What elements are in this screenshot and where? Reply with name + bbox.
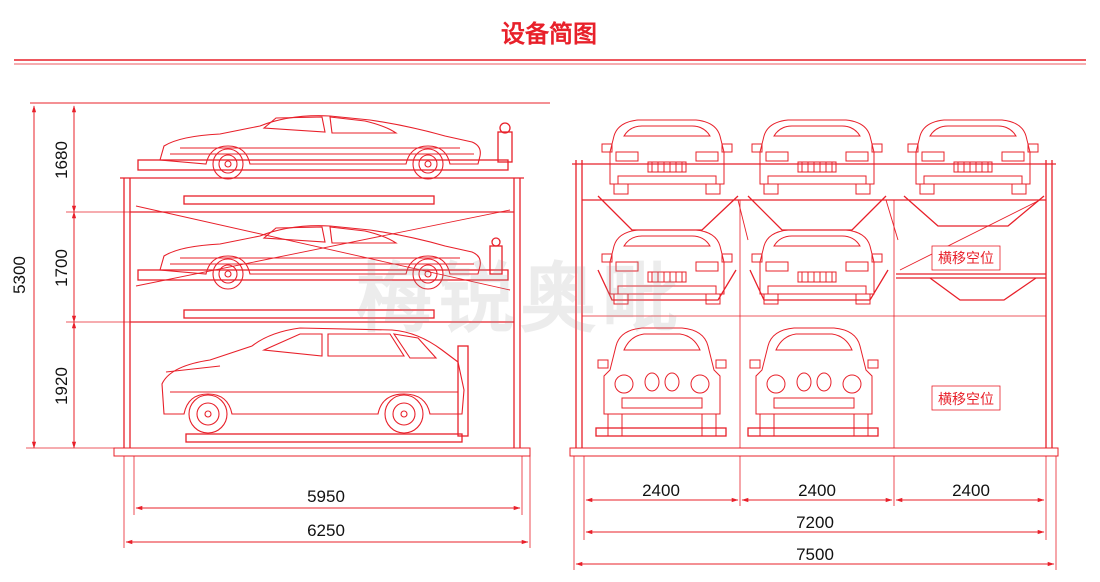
suv-bottom-bay1 [597, 327, 727, 437]
dim-bay3: 2400 [952, 481, 990, 500]
dim-side-outer-width: 6250 [307, 521, 345, 540]
dim-level-bottom: 1920 [52, 367, 71, 405]
dim-front-inner-width: 7200 [796, 513, 834, 532]
dim-level-top: 1680 [52, 141, 71, 179]
empty-slot-label-bottom-box [931, 385, 1001, 411]
empty-slot-label-bottom: 横移空位 [938, 392, 994, 408]
dim-bay1: 2400 [642, 481, 680, 500]
empty-slot-label-top-box [931, 245, 1001, 271]
sedan-top-bay2 [751, 119, 883, 195]
dim-side-inner-width: 5950 [307, 487, 345, 506]
sedan-top-bay1 [601, 119, 733, 195]
dim-bay2: 2400 [798, 481, 836, 500]
front-view: 横移空位 横移空位 2400 2400 2400 7200 7500 [569, 119, 1059, 570]
watermark: 梅锐奥毗 [356, 254, 684, 343]
dim-level-mid: 1700 [52, 249, 71, 287]
empty-slot-label-top: 横移空位 [938, 251, 994, 267]
sedan-top-bay3 [907, 119, 1039, 195]
sedan-mid-bay2 [751, 229, 883, 305]
suv-bottom-side [161, 327, 465, 434]
side-view: 5300 1680 1700 1920 [10, 102, 550, 548]
diagram-title: 设备简图 [501, 20, 597, 48]
dim-front-outer-width: 7500 [796, 545, 834, 564]
suv-bottom-bay2 [749, 327, 879, 437]
dim-total-height: 5300 [10, 256, 29, 294]
